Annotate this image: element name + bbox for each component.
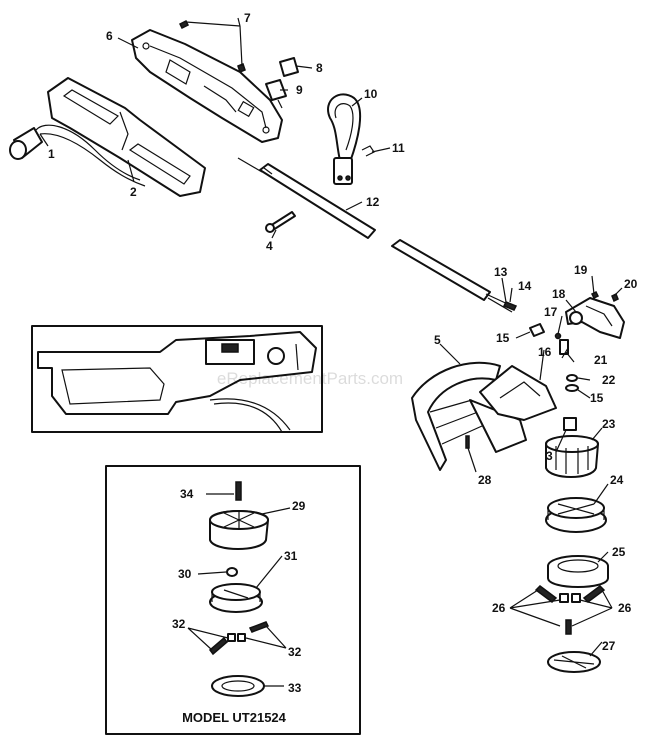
spool-31 — [209, 583, 263, 613]
callout-16: 16 — [538, 345, 552, 359]
callout-19: 19 — [574, 263, 588, 277]
bolt — [265, 211, 296, 233]
callout-26-b: 26 — [618, 601, 632, 615]
callout-30: 30 — [178, 567, 192, 581]
callout-29: 29 — [292, 499, 306, 513]
guard-insert — [479, 365, 557, 421]
guard — [411, 361, 527, 471]
watermark: eReplacementParts.com — [217, 369, 403, 388]
callout-15-b: 15 — [590, 391, 604, 405]
callout-10: 10 — [364, 87, 378, 101]
callout-21: 21 — [594, 353, 608, 367]
spool-cup-29 — [209, 510, 269, 550]
leader-lines — [39, 17, 623, 687]
callout-8: 8 — [316, 61, 323, 75]
nut-30 — [226, 567, 238, 577]
callout-34: 34 — [180, 487, 194, 501]
callout-31: 31 — [284, 549, 298, 563]
callout-5: 5 — [434, 333, 441, 347]
power-cord — [9, 124, 146, 187]
callout-22: 22 — [602, 373, 616, 387]
cap-33 — [211, 675, 265, 697]
callout-28: 28 — [478, 473, 492, 487]
handle-half — [47, 77, 206, 197]
motor-housing-half — [131, 29, 283, 143]
callout-24: 24 — [610, 473, 624, 487]
callout-15-a: 15 — [496, 331, 510, 345]
motor-head-bracket — [565, 290, 625, 339]
switch-parts — [265, 57, 299, 109]
callout-7: 7 — [244, 11, 251, 25]
callout-13: 13 — [494, 265, 508, 279]
callout-3: 3 — [546, 449, 553, 463]
callout-9: 9 — [296, 83, 303, 97]
springs-and-bolts — [534, 585, 606, 635]
guard-screw — [465, 435, 470, 449]
callout-labels: 1 2 3 4 5 6 7 8 9 10 11 12 13 14 15 15 1… — [48, 11, 638, 695]
upper-tube — [237, 157, 376, 239]
callout-25: 25 — [612, 545, 626, 559]
callout-12: 12 — [366, 195, 380, 209]
callout-27: 27 — [602, 639, 616, 653]
line-spool — [545, 497, 607, 533]
callout-32-b: 32 — [288, 645, 302, 659]
cutaway-inset — [31, 325, 323, 433]
callout-14: 14 — [518, 279, 532, 293]
clip — [361, 145, 375, 157]
callout-32-a: 32 — [172, 617, 186, 631]
callout-18: 18 — [552, 287, 566, 301]
callout-6: 6 — [106, 29, 113, 43]
screws — [178, 19, 246, 73]
callout-4: 4 — [266, 239, 273, 253]
loop-handle — [327, 93, 362, 185]
spool-ring — [547, 555, 609, 588]
callout-26-a: 26 — [492, 601, 506, 615]
spool-cup — [545, 417, 599, 478]
model-inset — [105, 465, 361, 735]
callout-23: 23 — [602, 417, 616, 431]
callout-1: 1 — [48, 147, 55, 161]
callout-11: 11 — [392, 141, 405, 155]
model-label: MODEL UT21524 — [182, 710, 287, 725]
callout-20: 20 — [624, 277, 638, 291]
spool-cap — [547, 651, 601, 673]
bolt-34 — [235, 481, 242, 501]
callout-17: 17 — [544, 305, 558, 319]
callout-2: 2 — [130, 185, 137, 199]
lower-tube — [391, 239, 491, 301]
cable-ends — [485, 293, 518, 313]
callout-33: 33 — [288, 681, 302, 695]
